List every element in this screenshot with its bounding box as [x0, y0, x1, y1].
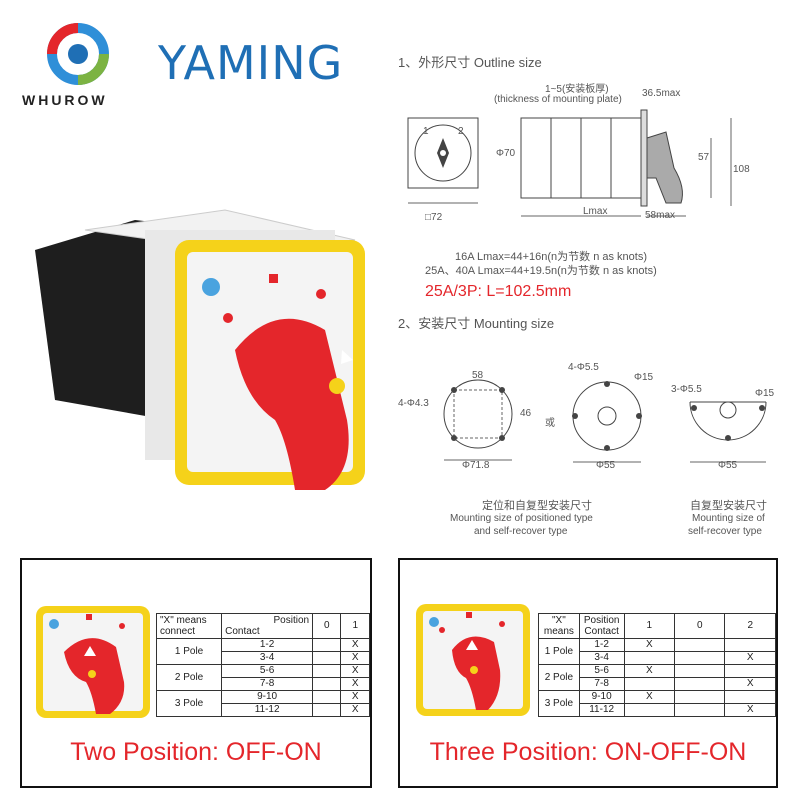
dim-phi718: Φ71.8 — [462, 460, 490, 471]
length-note: 25A/3P: L=102.5mm — [425, 283, 572, 300]
caption-right-en-1: Mounting size of — [692, 513, 765, 524]
dim-4-phi43: 4-Φ4.3 — [398, 398, 429, 409]
formula-25a-40a: 25A、40A Lmax=44+19.5n(n为节数 n as knots) — [425, 265, 657, 277]
dim-36-5max: 36.5max — [642, 88, 681, 99]
caption-left-en-1: Mounting size of positioned type — [450, 513, 593, 524]
brand-logo-text: WHUROW — [22, 92, 108, 108]
switch-thumbnail-right — [414, 600, 532, 720]
dim-phi15-a: Φ15 — [634, 372, 654, 383]
switch-thumbnail-left — [34, 602, 152, 722]
outline-top-label: 1~5(安装板厚) — [545, 84, 609, 95]
table-col-0: 0 — [674, 613, 726, 639]
caption-left-en-2: and self-recover type — [474, 526, 568, 537]
mounting-heading: 2、安装尺寸 Mounting size — [398, 316, 555, 331]
dim-phi15-b: Φ15 — [755, 388, 775, 399]
dim-72: □72 — [425, 212, 443, 223]
dim-108: 108 — [733, 164, 750, 175]
three-position-caption: Three Position: ON-OFF-ON — [429, 738, 747, 766]
dim-phi70: Φ70 — [496, 148, 516, 159]
formula-16a: 16A Lmax=44+16n(n为节数 n as knots) — [455, 251, 647, 263]
dim-phi55-a: Φ55 — [596, 460, 616, 471]
mounting-diagram-square — [440, 370, 560, 470]
outline-side-view — [496, 108, 746, 228]
mounting-diagram-round — [562, 370, 662, 470]
or-label: 或 — [545, 418, 555, 429]
dim-58max: 58max — [645, 210, 676, 221]
table-col-1: 1 — [340, 613, 370, 639]
whurow-logo-icon — [47, 23, 109, 85]
caption-left-cn: 定位和自复型安装尺寸 — [482, 500, 592, 512]
dim-57: 57 — [698, 152, 710, 163]
dim-lmax: Lmax — [583, 206, 608, 217]
dim-3-phi55: 3-Φ5.5 — [671, 384, 702, 395]
dim-58-mount: 58 — [472, 370, 484, 381]
dim-phi55-b: Φ55 — [718, 460, 738, 471]
caption-right-en-2: self-recover type — [688, 526, 762, 537]
product-image — [25, 190, 375, 510]
table-col-0: 0 — [312, 613, 342, 639]
outline-front-view — [398, 108, 488, 228]
dim-4-phi55: 4-Φ5.5 — [568, 362, 599, 373]
brand-title: YAMING — [158, 36, 344, 90]
two-position-caption: Two Position: OFF-ON — [70, 738, 322, 766]
caption-right-cn: 自复型安装尺寸 — [690, 500, 767, 512]
dim-46: 46 — [520, 408, 532, 419]
outline-top-sublabel: (thickness of mounting plate) — [494, 94, 622, 105]
outline-heading: 1、外形尺寸 Outline size — [398, 55, 542, 70]
pos-1: 1 — [423, 126, 429, 137]
table-header-x-means: "X"means — [538, 613, 580, 639]
table-col-2: 2 — [724, 613, 776, 639]
table-col-1: 1 — [623, 613, 676, 639]
pos-2: 2 — [458, 126, 464, 137]
mounting-diagram-half — [680, 382, 780, 472]
brand-logo — [30, 18, 126, 92]
